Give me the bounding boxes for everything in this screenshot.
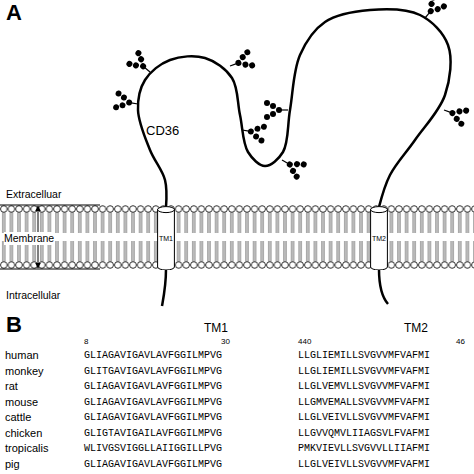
glycan-symbol [125, 49, 156, 80]
sequence-text: LLGVVQMVLIIAGSVLFVAFMI [298, 429, 430, 439]
species-name: rat [5, 381, 18, 392]
segment-label: TM2 [372, 235, 386, 242]
sequence-text: LLGLIEMILLSVGVVMFVAFMI [298, 351, 430, 361]
sequence-text: GLITGAVIGAVLAVFGGILMPVG [84, 367, 222, 377]
region-label: Membrane [4, 232, 54, 245]
sequence-text: LLGLIEMILLSVGVVMFVAFMI [298, 367, 430, 377]
species-name: chicken [5, 428, 42, 439]
species-name: human [5, 350, 39, 361]
sequence-text: GLIAGAVIGAVLAVFGGILMPVG [84, 382, 222, 392]
sequence-text: WLIVGSVIGGLLAIIGGILLPVG [84, 444, 222, 454]
species-name: cattle [5, 412, 31, 423]
sequence-text: GLIGTAVIGAILAVFGGILMPVG [84, 429, 222, 439]
residue-number: 440 [298, 338, 311, 346]
sequence-text: GLIAGAVIGAVLAVFGGILMPVG [84, 413, 222, 423]
sequence-text: GLIAGAVIGAVLAVFGGILMPVG [84, 460, 222, 470]
column-header: TM1 [204, 322, 228, 334]
species-name: monkey [5, 366, 44, 377]
cylinder-body [371, 209, 388, 270]
residue-number: 30 [221, 338, 230, 346]
extracellular-loop [138, 9, 451, 207]
transmembrane-cylinder: TM1 [157, 206, 175, 270]
cylinder-top [371, 207, 388, 213]
sequence-text: GLIAGAVIGAVLAVFGGILMPVG [84, 398, 222, 408]
glycan-symbol [417, 0, 448, 24]
sequence-text: LLGLVEIVLLSVGVVMFVAFMI [298, 460, 430, 470]
membrane-boundary [0, 269, 100, 270]
species-name: tropicalis [5, 443, 48, 454]
column-header: TM2 [404, 322, 428, 334]
sequence-text: LLGLVEMVLLSVGVVMFVAFMI [298, 382, 430, 392]
residue-number: 8 [84, 338, 88, 346]
sequence-text: PMKVIEVLLSVGVVLLIIAFMI [298, 444, 430, 454]
intracellular-tail [379, 269, 388, 304]
panel-letter: A [6, 2, 22, 24]
sequence-text: LLGMVEMALLSVGVVMFVAFMI [298, 398, 430, 408]
glycan-symbol [227, 48, 256, 75]
species-name: pig [5, 459, 20, 470]
transmembrane-cylinder: TM2 [370, 206, 388, 270]
membrane-boundary [0, 205, 100, 206]
glycan-symbol [264, 100, 288, 120]
residue-number: 46 [456, 338, 465, 346]
lipid-bilayer [0, 205, 474, 269]
glycan-symbol [113, 90, 140, 114]
glycan-symbol [441, 101, 470, 128]
panel-letter: B [6, 314, 22, 336]
region-label: Extracelluar [6, 189, 61, 200]
region-label: Intracellular [6, 290, 60, 301]
protein-name: CD36 [146, 124, 179, 137]
cylinder-body [158, 209, 175, 270]
sequence-text: LLGLVEIVLLSVGVVMFVAFMI [298, 413, 430, 423]
segment-label: TM1 [159, 235, 173, 242]
intracellular-tail [162, 269, 166, 306]
sequence-text: GLIAGAVIGAVLAVFGGILMPVG [84, 351, 222, 361]
species-name: mouse [5, 397, 38, 408]
cylinder-top [158, 207, 175, 213]
